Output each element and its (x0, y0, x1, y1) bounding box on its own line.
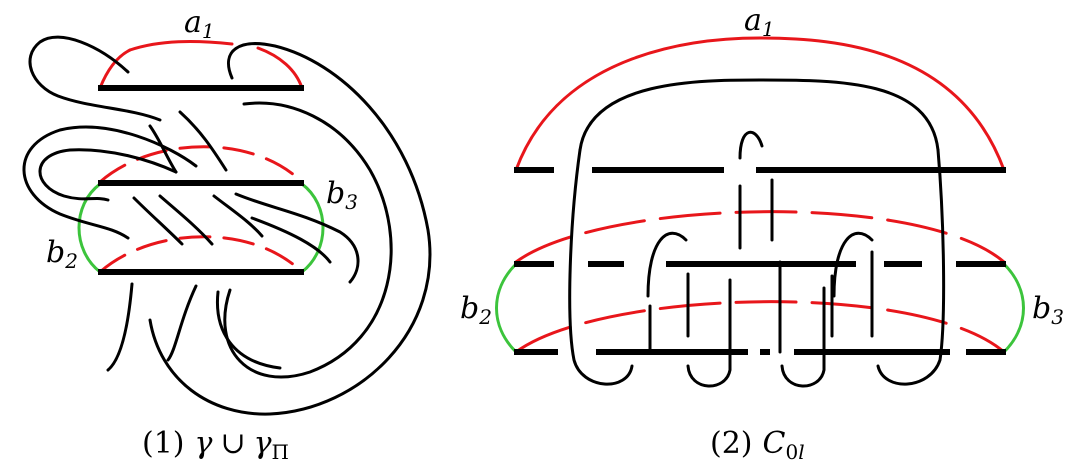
left-label-b2: b2 (46, 235, 78, 273)
left-strand-outer-top (28, 35, 162, 122)
right-caption: (2)C0l (710, 426, 805, 464)
left-strand-lower-3 (215, 290, 282, 370)
right-strand-right-vert (876, 148, 946, 386)
left-strand-diag-7 (250, 216, 332, 264)
left-label-a1: a1 (184, 5, 215, 43)
right-arc-lower (514, 300, 1006, 354)
left-strand-diag-1 (178, 110, 228, 172)
left-arc-lower (98, 235, 304, 274)
left-strand-lower-2 (166, 284, 198, 362)
left-strand-diag-4 (158, 194, 214, 246)
right-label-b2: b2 (460, 291, 492, 329)
left-arc-upper (98, 145, 304, 184)
left-strand-loop-left-inner (38, 148, 178, 202)
left-strand-diag-5 (212, 194, 264, 238)
right-strand-loop-l (646, 231, 688, 298)
left-arc-b2 (77, 182, 102, 274)
right-arc-b3 (1002, 262, 1025, 354)
right-label-b3: b3 (1032, 291, 1064, 329)
right-diagram: a1 b2 b3 (2)C0l (460, 3, 1064, 464)
left-strand-diag-6 (234, 192, 360, 284)
right-strand-bottom-u1 (686, 278, 732, 388)
left-caption: (1)γ∪γΠ (142, 426, 289, 464)
left-label-b3: b3 (326, 176, 358, 214)
right-arc-a1 (514, 36, 1006, 172)
left-strand-diag-3 (132, 196, 184, 246)
left-diagram: a1 b2 b3 (1)γ∪γΠ (22, 5, 432, 464)
right-strand-center-loop (738, 130, 764, 160)
left-strand-loop-left-outer (22, 125, 198, 240)
right-arc-upper (514, 210, 1006, 264)
left-arc-b3 (300, 182, 325, 274)
left-arc-a1-right (256, 46, 304, 90)
right-arc-b2 (495, 262, 518, 354)
right-strand-big-arch (578, 78, 940, 152)
left-strand-inner-right (223, 101, 393, 379)
left-strand-diag-2 (148, 124, 178, 174)
left-strand-outer-right (148, 42, 432, 416)
right-strand-bottom-u2 (780, 286, 826, 388)
left-arc-a1-mid (128, 40, 234, 52)
left-strand-lower-1 (106, 282, 134, 372)
right-label-a1: a1 (744, 3, 775, 41)
right-strand-left-vert (568, 148, 634, 386)
left-arc-a1-left (98, 48, 132, 90)
right-strand-loop-r (832, 231, 874, 298)
